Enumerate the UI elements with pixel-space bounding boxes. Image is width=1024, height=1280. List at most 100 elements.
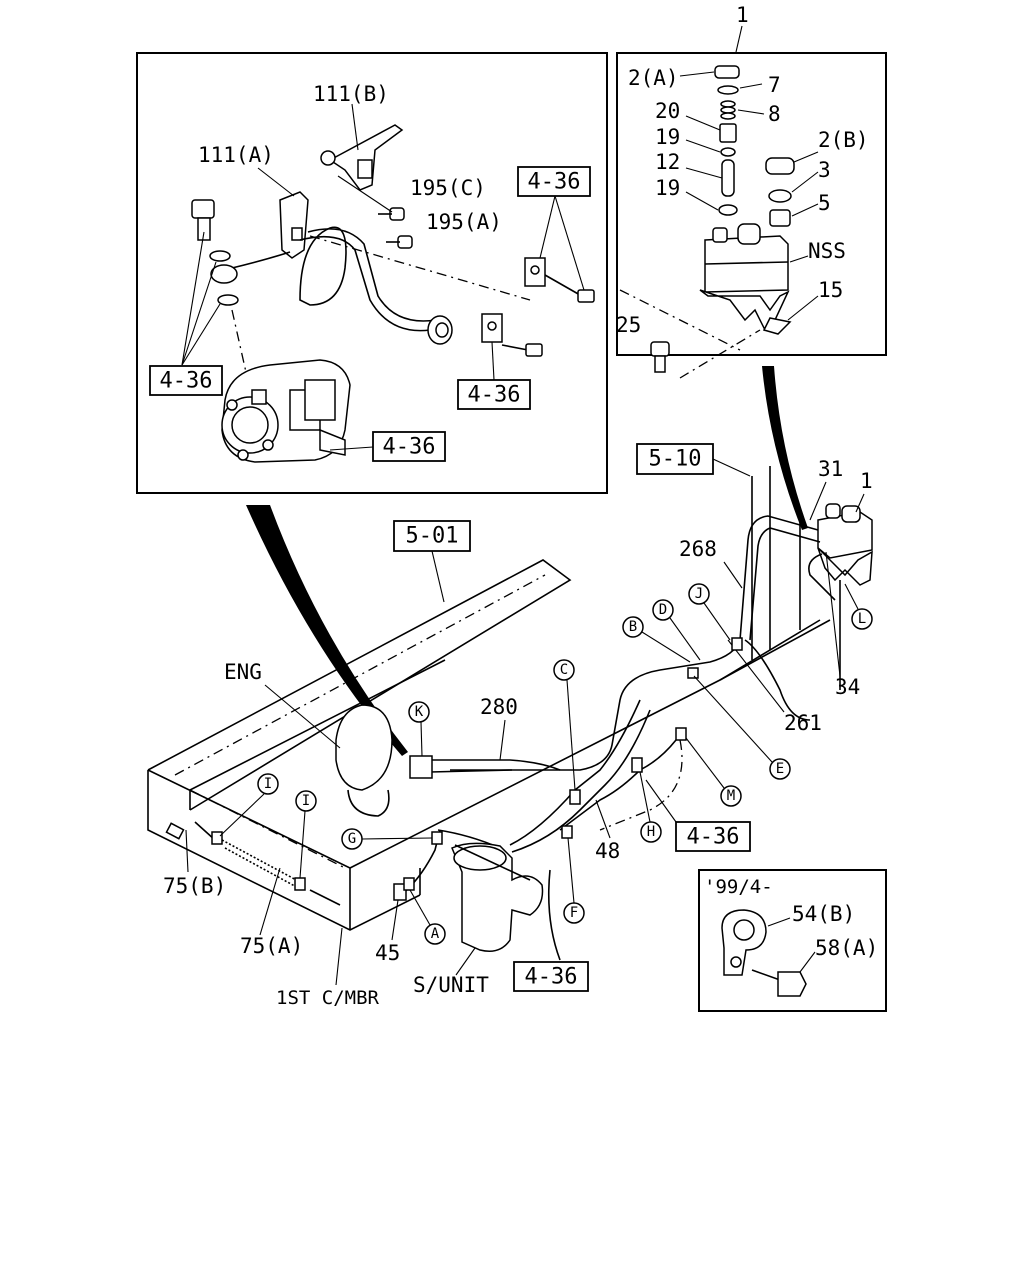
ref-box-510: 5-10 — [636, 443, 714, 475]
tank-cap-2b — [765, 157, 795, 175]
tank-detail-frame — [616, 52, 887, 356]
callout-2a: 2(A) — [628, 66, 679, 90]
gasket-3 — [768, 189, 792, 203]
pump-detail-frame — [136, 52, 608, 494]
oring-7 — [717, 85, 739, 95]
hose-pressure — [509, 699, 641, 846]
washer-19a — [720, 147, 736, 157]
callout-268: 268 — [679, 537, 717, 561]
strainer-5 — [769, 209, 791, 227]
callout-58a: 58(A) — [815, 936, 878, 960]
svg-text:L: L — [858, 611, 866, 627]
steering-unit — [451, 842, 544, 952]
assembly-number-label: 1 — [736, 3, 749, 27]
svg-text:D: D — [659, 602, 667, 618]
callout-261: 261 — [784, 711, 822, 735]
callout-20: 20 — [655, 99, 680, 123]
svg-text:4-36: 4-36 — [468, 383, 521, 408]
circle-b: B — [622, 616, 691, 663]
callout-15: 15 — [818, 278, 843, 302]
hose-261 — [744, 639, 811, 721]
svg-text:4-36: 4-36 — [383, 435, 436, 460]
svg-text:5-01: 5-01 — [406, 524, 459, 549]
ref-box-top: 4-36 — [517, 166, 591, 197]
callout-75b: 75(B) — [163, 874, 226, 898]
washer-19b — [718, 204, 738, 216]
valve-20 — [719, 123, 737, 143]
svg-text:4-36: 4-36 — [160, 369, 213, 394]
svg-text:E: E — [776, 761, 784, 777]
callout-31: 31 — [818, 457, 843, 481]
bolt-195a — [386, 235, 413, 249]
pipe-12 — [721, 159, 735, 197]
svg-text:M: M — [727, 788, 735, 804]
callout-2b: 2(B) — [818, 128, 869, 152]
hose-4-36-bottom — [547, 869, 561, 961]
callout-8: 8 — [768, 102, 781, 126]
callout-1-main: 1 — [860, 469, 873, 493]
svg-text:F: F — [570, 905, 578, 921]
bolt-58a — [751, 969, 807, 997]
ref-box-mid: 4-36 — [457, 379, 531, 410]
circle-k: K — [408, 701, 430, 757]
ref-box-left: 4-36 — [149, 365, 223, 396]
banjo-bolt — [191, 199, 239, 306]
circle-i-left: I — [219, 773, 279, 837]
callout-19a: 19 — [655, 125, 680, 149]
svg-text:4-36: 4-36 — [687, 825, 740, 850]
detail-pressure-line — [231, 251, 291, 269]
svg-text:I: I — [264, 776, 272, 792]
circle-h: H — [639, 771, 662, 843]
detail-return-hose — [299, 235, 431, 332]
callout-280: 280 — [480, 695, 518, 719]
svg-text:A: A — [431, 926, 440, 942]
svg-text:G: G — [348, 831, 356, 847]
svg-text:B: B — [629, 619, 637, 635]
bolt-195c — [378, 207, 405, 221]
clamp-lower — [481, 313, 543, 357]
callout-111b: 111(B) — [313, 82, 389, 106]
callout-45: 45 — [375, 941, 400, 965]
reservoir-tank-main — [817, 503, 873, 586]
callout-7: 7 — [768, 73, 781, 97]
bracket-111b — [320, 124, 404, 191]
pointer-tank-detail — [762, 366, 808, 530]
inset-date: '99/4- — [704, 876, 773, 898]
ref-box-bottom: 4-36 — [372, 431, 446, 462]
circle-j: J — [688, 583, 731, 641]
callout-sunit: S/UNIT — [413, 973, 489, 997]
circle-i-right: I — [295, 790, 317, 879]
pointer-pump-detail — [246, 505, 408, 756]
engine-pulley — [335, 704, 393, 817]
hose-280 — [432, 759, 561, 771]
bracket-111a — [279, 191, 309, 259]
clamp-upper — [524, 257, 595, 303]
tank-cap-2a — [714, 65, 740, 79]
callout-54b: 54(B) — [792, 902, 855, 926]
hose-clamps — [409, 637, 743, 845]
svg-text:C: C — [560, 662, 568, 678]
circle-d: D — [652, 599, 701, 661]
svg-text:5-10: 5-10 — [649, 447, 702, 472]
reservoir-tank-nss — [699, 223, 792, 335]
circle-a: A — [409, 889, 446, 945]
callout-1st-c-mbr: 1ST C/MBR — [276, 987, 380, 1009]
frame-clamp-45 — [393, 877, 415, 901]
hose-268 — [450, 515, 819, 771]
callout-34: 34 — [835, 675, 860, 699]
svg-text:H: H — [647, 824, 655, 840]
ref-box-436-right: 4-36 — [675, 821, 751, 852]
callout-19b: 19 — [655, 176, 680, 200]
callout-195a: 195(A) — [426, 210, 502, 234]
callout-48: 48 — [595, 839, 620, 863]
callout-195c: 195(C) — [410, 176, 486, 200]
svg-text:4-36: 4-36 — [528, 170, 581, 195]
svg-text:J: J — [695, 586, 703, 602]
inset-frame — [698, 869, 887, 1012]
callout-12: 12 — [655, 150, 680, 174]
circle-f: F — [563, 837, 585, 924]
chassis-frame — [147, 559, 831, 931]
circle-l: L — [844, 583, 873, 630]
clip-54b — [721, 909, 767, 976]
